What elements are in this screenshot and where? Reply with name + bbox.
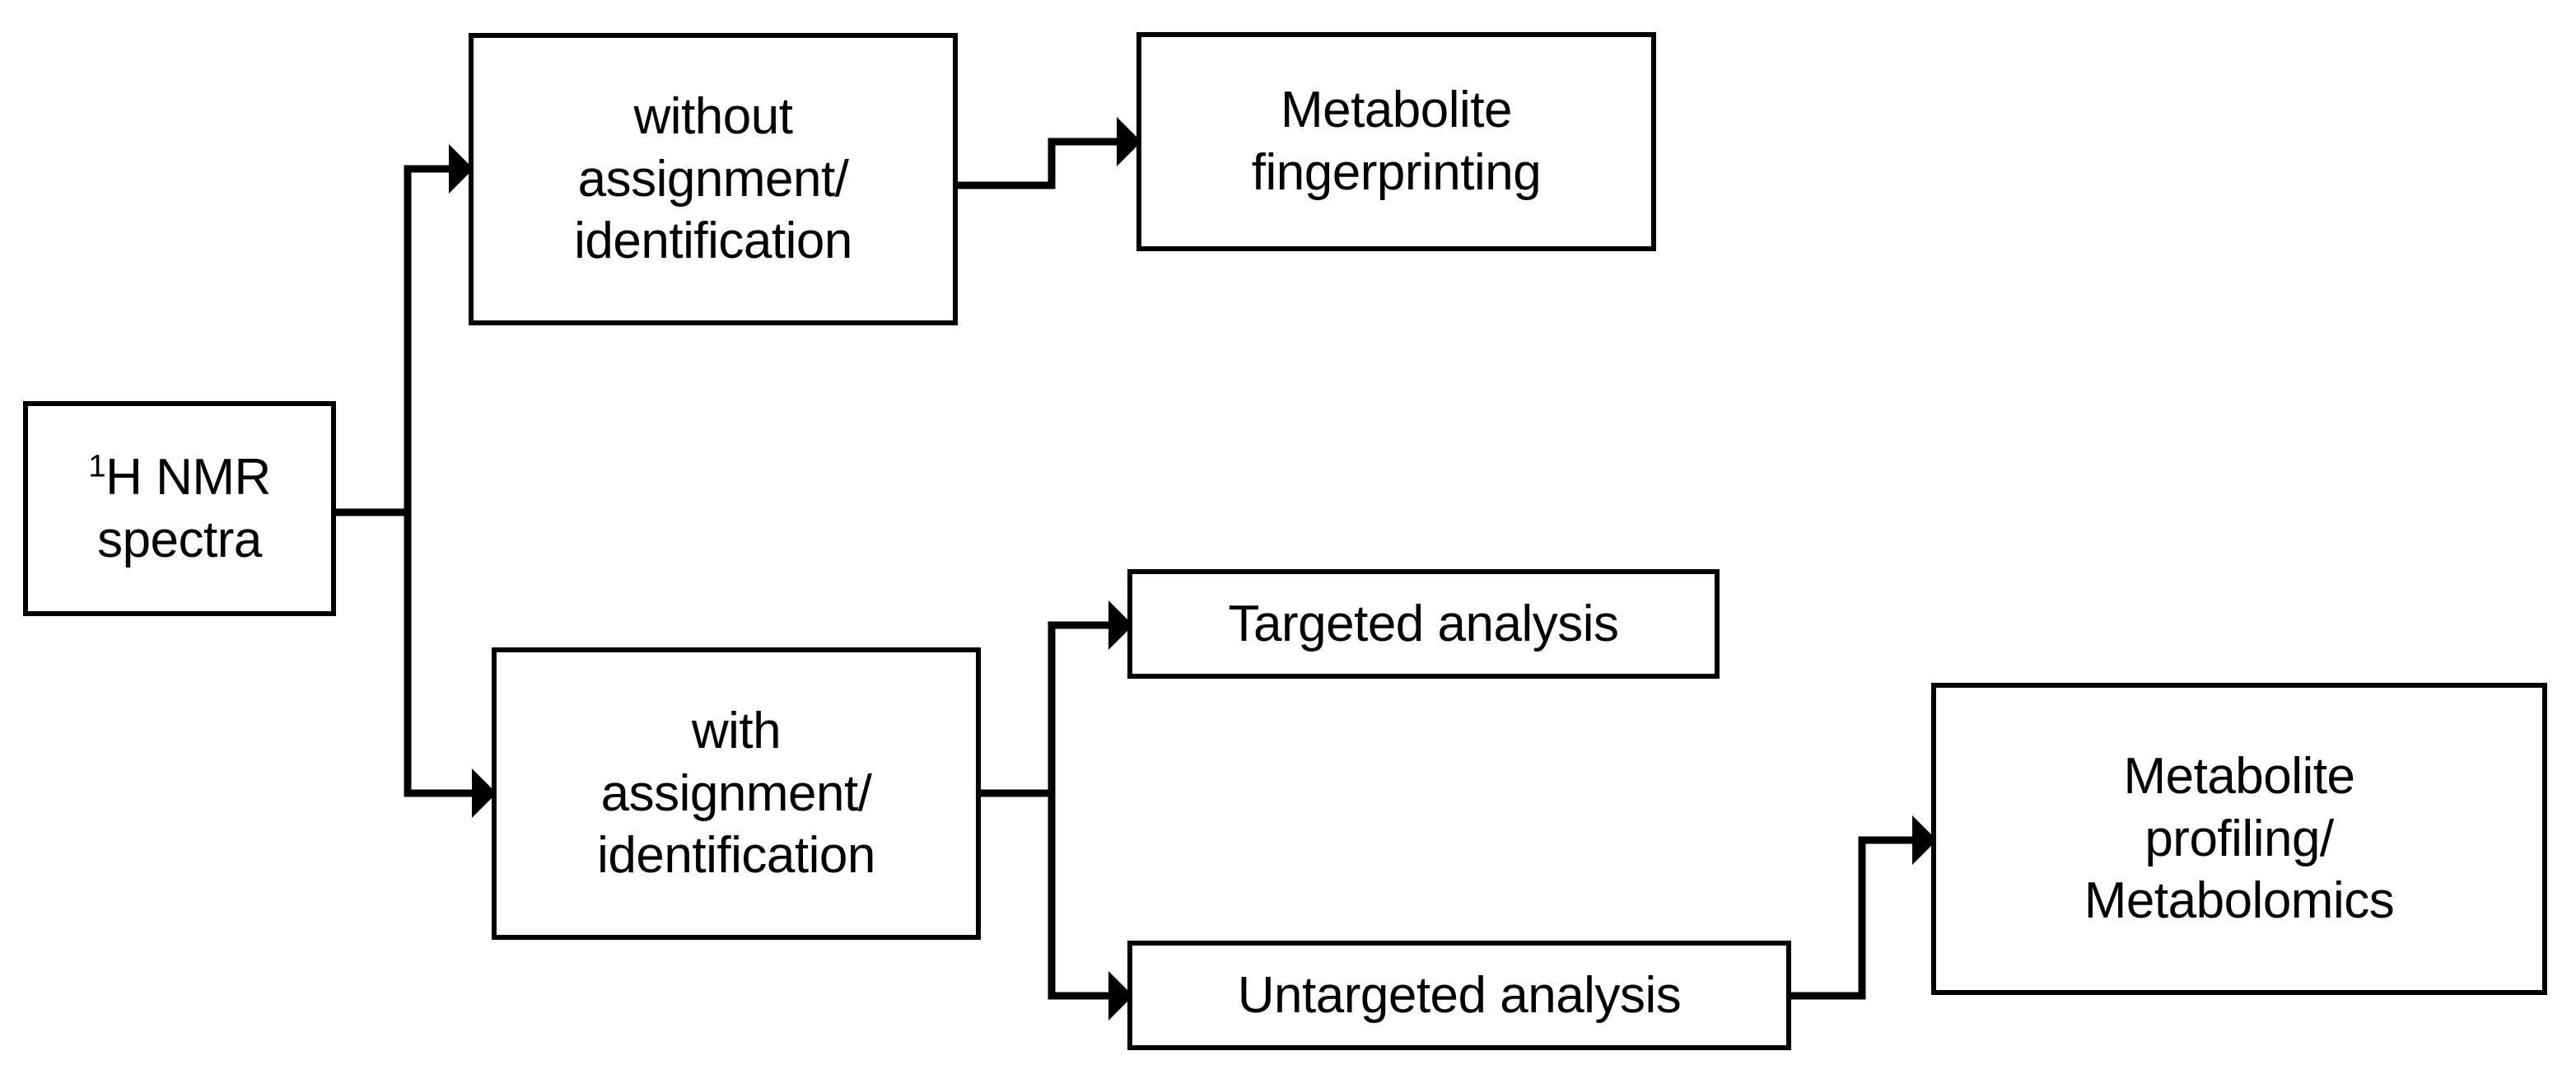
node-box-metabolite-fingerprinting[interactable] [1136, 32, 1656, 251]
node-box-with-assignment[interactable] [492, 647, 981, 940]
arrowhead-icon [1912, 815, 1937, 865]
connector-with-to-targeted [978, 600, 1133, 797]
connector-line [978, 621, 1108, 797]
node-box-untargeted-analysis[interactable] [1127, 941, 1791, 1050]
arrowhead-icon [472, 768, 497, 818]
connector-line [404, 512, 472, 797]
connector-line [1048, 793, 1108, 1000]
node-box-targeted-analysis[interactable] [1127, 569, 1720, 679]
connector-nmr-to-with [404, 512, 497, 818]
connector-line [1789, 836, 1912, 1000]
arrowhead-icon [1117, 117, 1141, 166]
node-box-nmr-spectra[interactable] [23, 401, 336, 616]
connector-line [334, 165, 449, 516]
connector-nmr-to-without [334, 144, 474, 516]
node-box-group [23, 32, 2547, 1050]
arrowhead-icon [1108, 971, 1133, 1021]
node-box-without-assignment[interactable] [469, 33, 958, 325]
node-box-metabolite-profiling[interactable] [1931, 683, 2547, 995]
arrowhead-icon [449, 144, 474, 194]
connector-untargeted-to-profiling [1789, 815, 1937, 1000]
arrowhead-icon [1108, 600, 1133, 650]
connector-without-to-fingerprinting [955, 117, 1141, 189]
connector-group [334, 117, 1937, 1021]
connector-line [955, 138, 1117, 189]
connector-with-to-untargeted [1048, 793, 1133, 1021]
